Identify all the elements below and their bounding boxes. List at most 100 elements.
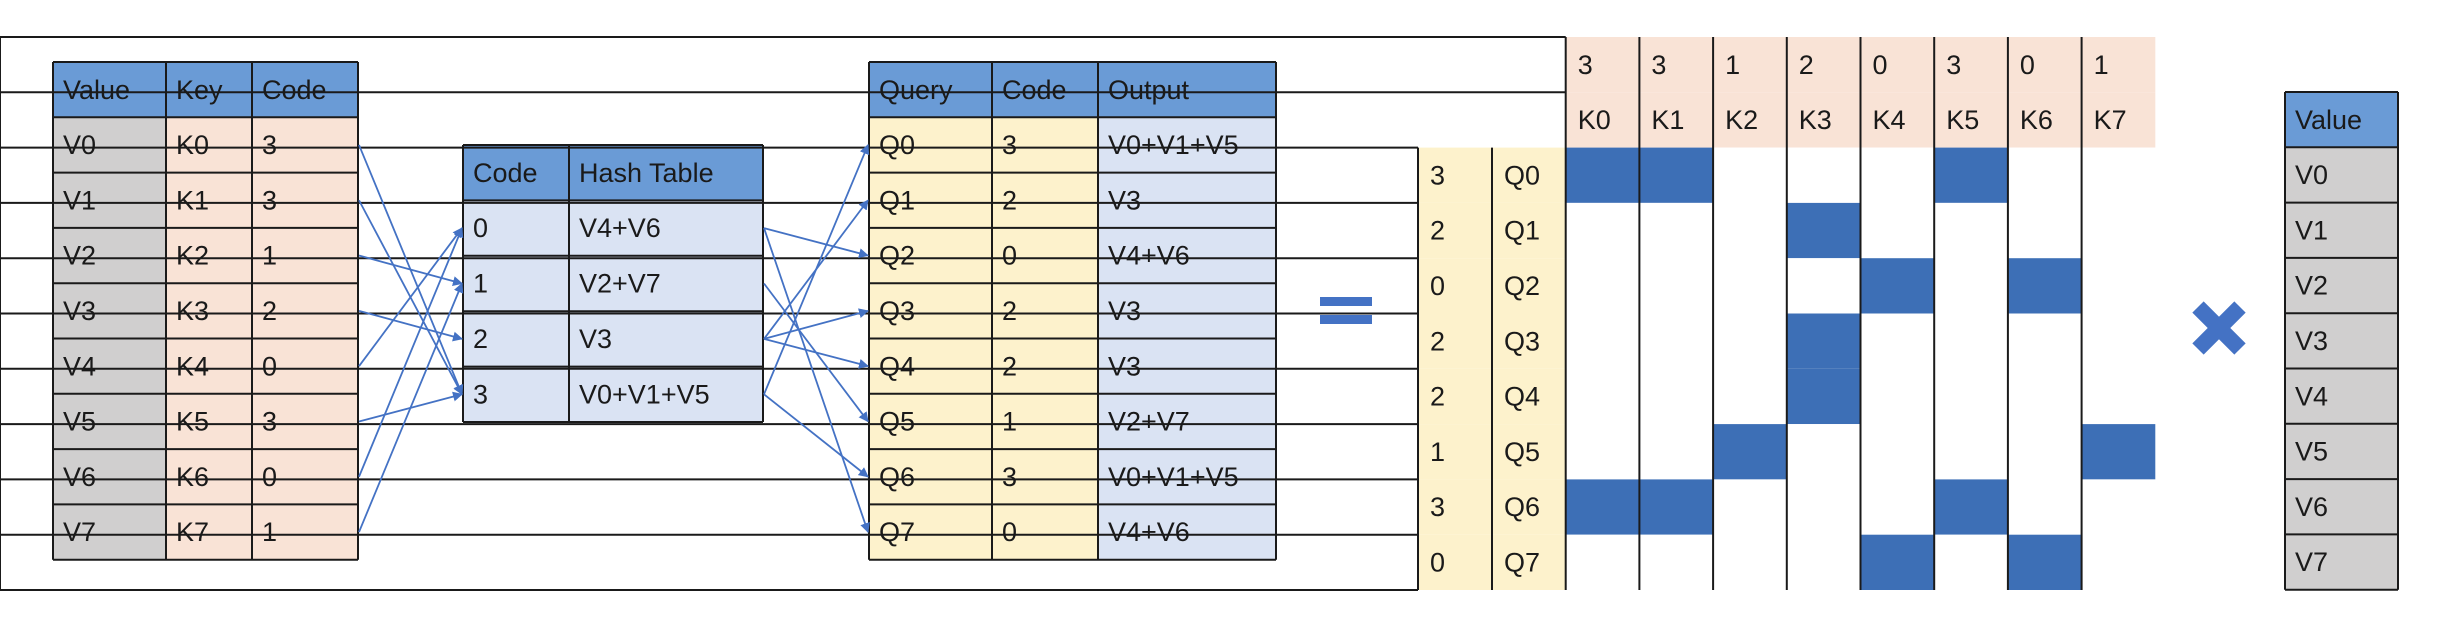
matrix-row-code-cell [1418, 313, 1492, 369]
matrix-header-cell [1786, 37, 1861, 93]
matrix-header-cell [1934, 92, 2008, 148]
key-to-bucket-arrow [358, 309, 463, 342]
matrix-empty-cell [2081, 258, 2156, 314]
query-table-cell-bg [992, 338, 1098, 394]
kv-table-cell-text: K4 [176, 351, 209, 381]
matrix-empty-cell [1713, 147, 1787, 203]
matrix-col-code: 0 [2020, 50, 2035, 80]
kv-table-cell-text: V7 [63, 517, 96, 547]
query-table-cell-bg [992, 172, 1098, 228]
query-table-cell-text: Q0 [879, 130, 915, 160]
kv-table-cell-bg [166, 62, 252, 118]
query-table-cell-bg [992, 117, 1098, 173]
value-table-cell-bg [2285, 257, 2398, 314]
matrix-row-code-cell [1418, 424, 1492, 480]
value-table-cell-text: V6 [2295, 492, 2328, 522]
kv-table-cell-bg [53, 393, 166, 450]
query-table-cell-bg [1098, 338, 1276, 394]
kv-table-cell-bg [252, 504, 358, 560]
kv-table-cell-bg [166, 283, 252, 339]
bucket-to-query-arrow [763, 308, 869, 340]
hash-table-cell-bg [463, 311, 569, 367]
kv-table-cell-bg [166, 504, 252, 560]
matrix-empty-cell [1934, 202, 2008, 259]
matrix-empty-cell [1713, 202, 1787, 259]
query-table-cell-text: 0 [1002, 241, 1017, 271]
matrix-match-cell [1934, 147, 2008, 203]
matrix-row-query-cell [1492, 147, 1566, 203]
matrix-empty-cell [1934, 313, 2008, 369]
query-table-cell-bg [869, 172, 992, 228]
matrix-match-cell [1565, 147, 1640, 203]
kv-table-cell-bg [252, 393, 358, 450]
key-to-bucket-arrow [358, 227, 464, 478]
matrix-empty-cell [2007, 424, 2082, 480]
matrix-empty-cell [1786, 479, 1861, 535]
hash-table-cell-text: 2 [473, 324, 488, 354]
value-table-cell-bg [2285, 368, 2398, 424]
query-table-cell-text: 2 [1002, 296, 1017, 326]
kv-table-cell-text: V1 [63, 185, 96, 215]
kv-table-cell-text: 0 [262, 462, 277, 492]
value-table-cell-text: V2 [2295, 271, 2328, 301]
query-table-cell-text: V4+V6 [1108, 241, 1190, 271]
kv-table-cell-text: V5 [63, 407, 96, 437]
matrix-col-code: 3 [1651, 50, 1666, 80]
kv-table-cell-text: K5 [176, 407, 209, 437]
matrix-row-query-cell [1492, 202, 1566, 259]
matrix-row-query: Q2 [1504, 271, 1540, 301]
value-table-cell-bg [2285, 313, 2398, 369]
kv-table-cell-text: K3 [176, 296, 209, 326]
matrix-row-query-cell [1492, 424, 1566, 480]
kv-table-cell-bg [166, 227, 252, 284]
kv-table-cell-text: K6 [176, 462, 209, 492]
query-table-cell-bg [992, 62, 1098, 118]
matrix-header-cell [2007, 37, 2082, 93]
kv-table-cell-bg [53, 227, 166, 284]
kv-table-cell-text: V4 [63, 351, 96, 381]
matrix-empty-cell [1565, 258, 1640, 314]
query-table-cell-bg [992, 393, 1098, 450]
kv-table-cell-bg [166, 449, 252, 505]
matrix-row-code-cell [1418, 147, 1492, 203]
query-table-cell-text: Q6 [879, 462, 915, 492]
value-table-cell-bg [2285, 202, 2398, 258]
matrix-empty-cell [1639, 313, 1714, 369]
value-table-cell-bg [2285, 534, 2398, 590]
query-table-cell-text: 3 [1002, 130, 1017, 160]
kv-table-cell-bg [53, 338, 166, 394]
kv-table-cell-text: 3 [262, 185, 277, 215]
kv-table-cell-bg [252, 117, 358, 173]
kv-table-cell-bg [53, 283, 166, 339]
matrix-col-code: 0 [1873, 50, 1888, 80]
hash-table-cell-bg [569, 145, 763, 201]
matrix-empty-cell [2081, 147, 2156, 203]
bucket-to-query-arrow [763, 227, 870, 533]
hash-table-cell-bg [569, 366, 763, 422]
matrix-header-cell [1565, 37, 1640, 93]
matrix-row-code: 2 [1430, 216, 1445, 246]
query-table-cell-bg [869, 504, 992, 560]
query-table-cell-bg [992, 504, 1098, 560]
matrix-row-query-cell [1492, 368, 1566, 425]
value-table-cell-bg [2285, 479, 2398, 535]
matrix-header-cell [1786, 92, 1861, 148]
matrix-row-code: 0 [1430, 547, 1445, 577]
kv-table-cell-bg [166, 338, 252, 394]
hash-table-cell-text: Hash Table [579, 158, 714, 188]
equals-sign-top-bar [1320, 297, 1372, 306]
kv-table-cell-bg [252, 62, 358, 118]
matrix-empty-cell [1713, 258, 1787, 314]
query-table-cell-bg [1098, 172, 1276, 228]
matrix-col-key: K6 [2020, 105, 2053, 135]
matrix-empty-cell [1934, 258, 2008, 314]
matrix-empty-cell [1713, 479, 1787, 535]
matrix-header-cell [1713, 92, 1787, 148]
kv-table-cell-bg [53, 172, 166, 228]
kv-table-cell-bg [53, 449, 166, 505]
hash-table-cell-text: 0 [473, 213, 488, 243]
matrix-row-query: Q3 [1504, 326, 1540, 356]
matrix-row-code-cell [1418, 202, 1492, 259]
hash-table-cell-text: V3 [579, 324, 612, 354]
kv-table-cell-text: Code [262, 75, 327, 105]
